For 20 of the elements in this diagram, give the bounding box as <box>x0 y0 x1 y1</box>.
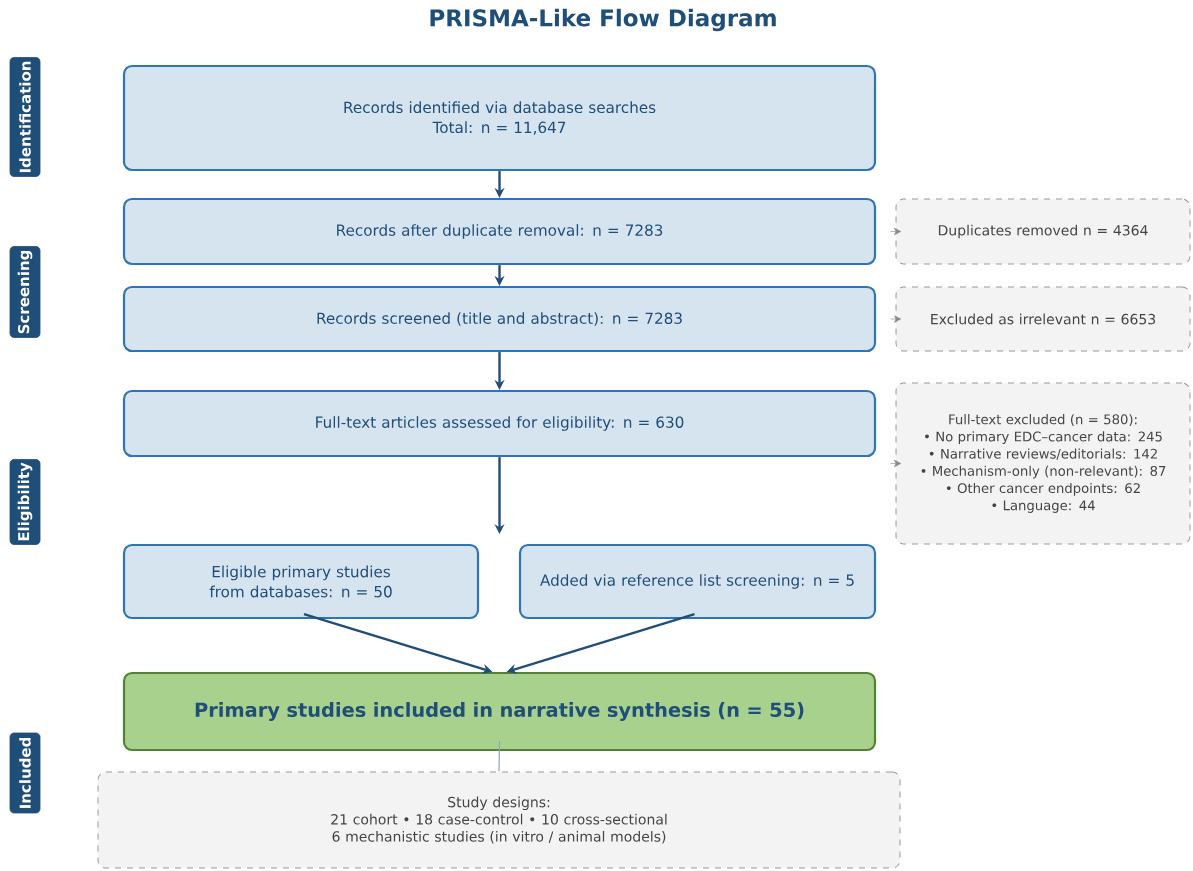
title: PRISMA-Like Flow Diagram <box>430 8 776 32</box>
phase-label: Included <box>9 732 41 814</box>
note-box: Study designs: 21 cohort • 18 case-control • 10 cross-sectional 6 mechanistic studies (in vitro / animal models) <box>97 771 901 869</box>
connector-line <box>498 740 501 773</box>
note-box: Full-text excluded (n = 580): • No primary EDC–cancer data: 245 • Narrative reviews/editorials: 142 • Mechanism-only (non-relevant): 87 • Other cancer endpoints: 62 • Language: 44 <box>895 382 1191 545</box>
arrow <box>890 227 902 236</box>
note-box: Duplicates removed n = 4364 <box>895 198 1191 265</box>
process-box: Eligible primary studies from databases: n = 50 <box>122 543 480 620</box>
note-box: Excluded as irrelevant n = 6653 <box>895 286 1191 352</box>
arrow <box>890 459 902 468</box>
phase-label: Eligibility <box>9 459 41 545</box>
process-box: Records identified via database searches Total: n = 11,647 <box>122 64 877 172</box>
phase-label: Screening <box>9 246 41 338</box>
phase-label: Identification <box>9 57 41 177</box>
arrow <box>890 315 902 323</box>
process-box: Full-text articles assessed for eligibility: n = 630 <box>122 389 877 458</box>
process-box: Added via reference list screening: n = 5 <box>518 543 877 620</box>
process-box: Records screened (title and abstract): n = 7283 <box>122 285 877 353</box>
result-box: Primary studies included in narrative synthesis (n = 55) <box>122 671 877 752</box>
process-box: Records after duplicate removal: n = 7283 <box>122 197 877 266</box>
